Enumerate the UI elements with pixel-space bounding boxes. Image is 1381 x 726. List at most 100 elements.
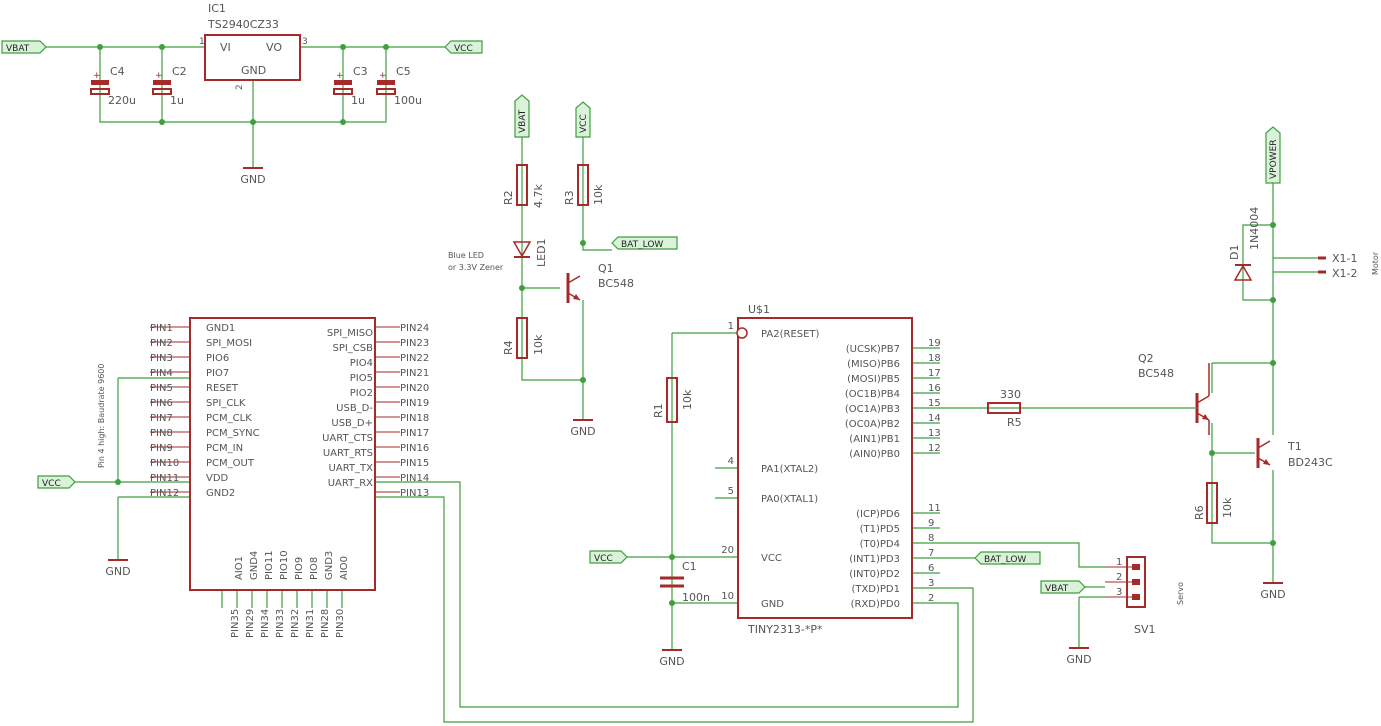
mcu-right-num-11: 11 <box>928 503 941 514</box>
bt-left-pin-5: PIN5 <box>150 383 173 394</box>
regulator-name: IC1 <box>208 2 226 15</box>
mcu-right-name-18: (MISO)PB6 <box>847 359 900 370</box>
motor-pin-label-2: X1-2 <box>1332 267 1358 280</box>
mcu-right-name-15: (OC1A)PB3 <box>845 404 900 415</box>
bt-right-name-3: PIO5 <box>350 373 373 384</box>
resistor-r6 <box>1206 482 1218 524</box>
capacitor-c2 <box>153 80 171 85</box>
net-label-vbat-2-box <box>514 94 530 138</box>
junction-dots <box>97 44 1276 606</box>
mcu-right-num-16: 16 <box>928 383 941 394</box>
led-note-2: or 3.3V Zener <box>448 263 504 272</box>
net-label-vcc-2: VCC <box>579 114 589 133</box>
mcu-right-name-9: (T1)PD5 <box>860 524 900 535</box>
capacitor-c5-plate <box>376 88 396 95</box>
mcu-right-name-8: (T0)PD4 <box>860 539 900 550</box>
bt-right-name-4: PIO2 <box>350 388 373 399</box>
transistor-t1-collector <box>1257 440 1271 449</box>
mcu-right-num-7: 7 <box>928 548 934 559</box>
net-label-vcc-4-box <box>589 550 628 564</box>
bt-right-pin-2: PIN22 <box>400 353 429 364</box>
mcu-right-name-17: (MOSI)PB5 <box>847 374 900 385</box>
bt-left-pin-8: PIN8 <box>150 428 173 439</box>
capacitor-c3-plus: + <box>336 71 344 81</box>
mcu-right-name-19: (UCSK)PB7 <box>846 344 900 355</box>
mcu-right-name-6: (INT0)PD2 <box>849 569 900 580</box>
bt-right-name-1: SPI_CSB <box>332 343 373 354</box>
mcu-right-name-7: (INT1)PD3 <box>849 554 900 565</box>
bt-bottom-name-0: AIO1 <box>234 556 245 580</box>
net-label-bat-low-1-box <box>611 236 678 250</box>
bt-right-pin-8: PIN16 <box>400 443 429 454</box>
bt-right-name-9: UART_TX <box>329 463 374 474</box>
bt-left-pin-9: PIN9 <box>150 443 173 454</box>
regulator-ic1-body <box>204 34 301 81</box>
mcu-right-num-12: 12 <box>928 443 941 454</box>
transistor-q2-arrow <box>1202 414 1209 420</box>
mcu-right-name-2: (RXD)PD0 <box>851 599 900 610</box>
regulator-pin-vi: VI <box>220 41 231 54</box>
regulator-value: TS2940CZ33 <box>207 18 279 31</box>
mcu-right-num-2: 2 <box>928 593 934 604</box>
bt-left-name-8: PCM_SYNC <box>206 428 260 439</box>
capacitor-c4-plus: + <box>93 71 101 81</box>
bt-bottom-pin-1: PIN29 <box>245 609 256 638</box>
bt-right-name-5: USB_D- <box>336 403 373 414</box>
bt-right-pin-10: PIN14 <box>400 473 429 484</box>
bt-right-pin-3: PIN21 <box>400 368 429 379</box>
mcu-reset-bubble <box>736 327 748 339</box>
mcu-right-name-12: (AIN0)PB0 <box>849 449 900 460</box>
mcu-left-name-10: GND <box>761 599 784 610</box>
bt-left-pin-11: PIN11 <box>150 473 179 484</box>
resistor-name-r2: R2 <box>502 190 515 205</box>
bt-bottom-pin-2: PIN34 <box>260 609 271 638</box>
transistor-name-t1: T1 <box>1287 440 1302 453</box>
resistor-value-r1: 10k <box>681 389 694 410</box>
bt-left-pin-7: PIN7 <box>150 413 173 424</box>
mcu-right-num-17: 17 <box>928 368 941 379</box>
led1-name: LED1 <box>535 238 548 267</box>
mcu-right-num-9: 9 <box>928 518 934 529</box>
bt-bottom-pin-7: PIN30 <box>335 609 346 638</box>
servo-pin-num-2: 3 <box>1116 587 1122 598</box>
bt-right-name-8: UART_RTS <box>323 448 373 459</box>
mcu-left-num-5: 5 <box>728 486 734 497</box>
mcu-left-num-10: 10 <box>721 591 734 602</box>
capacitor-name-c1: C1 <box>682 560 697 573</box>
bt-bottom-pin-0: PIN35 <box>230 609 241 638</box>
gnd-label-servo: GND <box>1066 653 1091 666</box>
bt-bottom-pin-3: PIN33 <box>275 609 286 638</box>
capacitor-c1 <box>660 576 684 588</box>
mcu-right-name-13: (AIN1)PB1 <box>849 434 900 445</box>
bt-right-name-0: SPI_MISO <box>327 328 373 339</box>
resistor-r3 <box>577 164 589 206</box>
bt-left-pin-6: PIN6 <box>150 398 173 409</box>
capacitor-name-3: C5 <box>396 65 411 78</box>
transistor-value-q1: BC548 <box>598 277 634 290</box>
bt-right-pin-11: PIN13 <box>400 488 429 499</box>
net-label-bat-low-2: BAT_LOW <box>984 555 1026 565</box>
mcu-left-name-20: VCC <box>761 553 782 564</box>
bt-left-pin-1: PIN1 <box>150 323 173 334</box>
net-label-vcc-3: VCC <box>42 479 61 489</box>
motor-pin-label-1: X1-1 <box>1332 252 1358 265</box>
bt-left-pin-12: PIN12 <box>150 488 179 499</box>
resistor-r5 <box>987 402 1021 414</box>
regulator-pin-vo: VO <box>266 41 282 54</box>
bt-left-name-12: GND2 <box>206 488 235 499</box>
bt-bottom-pin-6: PIN28 <box>320 609 331 638</box>
mcu-right-num-13: 13 <box>928 428 941 439</box>
bt-left-pin-10: PIN10 <box>150 458 179 469</box>
mcu-left-num-1: 1 <box>728 321 734 332</box>
bt-left-name-10: PCM_OUT <box>206 458 255 469</box>
bt-left-name-4: PIO7 <box>206 368 229 379</box>
capacitor-c4 <box>91 80 109 85</box>
bt-bottom-pin-4: PIN32 <box>290 609 301 638</box>
mcu-right-num-3: 3 <box>928 578 934 589</box>
bt-left-name-7: PCM_CLK <box>206 413 252 424</box>
resistor-r4 <box>516 317 528 359</box>
bt-right-pin-0: PIN24 <box>400 323 429 334</box>
gnd-label-mcu: GND <box>659 655 684 668</box>
capacitor-c2-plate <box>152 88 172 95</box>
